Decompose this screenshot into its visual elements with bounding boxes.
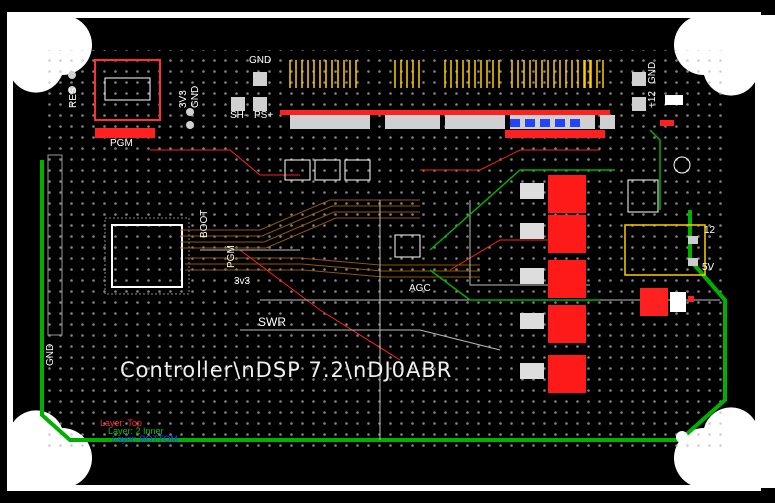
ic-right — [627, 156, 691, 213]
regulator-right — [640, 288, 694, 316]
red-pad-strip — [280, 110, 610, 138]
relay-right — [624, 224, 706, 276]
label-gnd-right: GND — [647, 61, 658, 84]
green-traces — [429, 129, 661, 301]
mosfet-body — [548, 355, 586, 393]
legend-layer-inner: Layer: 2 Inner — [108, 426, 164, 436]
label-gnd-left-top: GND — [190, 85, 201, 108]
mosfet-tab — [520, 183, 544, 199]
mosfet-tab — [520, 223, 544, 239]
label-gnd-top: GND — [249, 55, 272, 66]
board-title: Controller\nDSP 7.2\nDJ0ABR — [120, 358, 453, 382]
label-3v3-mid: 3v3 — [234, 276, 251, 287]
label-res: RES — [68, 87, 79, 108]
label-swr: SWR — [258, 315, 286, 329]
ground-trace — [40, 160, 727, 442]
label-5v: 5V — [702, 262, 715, 273]
label-gnd-left-bottom: GND — [45, 343, 56, 366]
driver-ics — [284, 159, 421, 258]
mosfet-body — [548, 305, 586, 343]
power-transistors — [520, 175, 586, 393]
pin-header-top — [289, 60, 604, 88]
mosfet-body — [548, 215, 586, 253]
label-12: 12 — [704, 225, 716, 236]
legend-layer-top: Layer: Top — [100, 418, 142, 428]
legend-layer-bottom: Layer: BOTTOM — [112, 434, 178, 444]
layer-legend: Layer: Top Layer: 2 Inner Layer: BOTTOM — [100, 418, 178, 444]
mosfet-body — [548, 175, 586, 213]
ic-programmer — [94, 59, 161, 138]
pin-header-left — [47, 154, 63, 336]
small-component-right — [660, 95, 683, 126]
label-ps-plus: PS+ — [254, 110, 274, 121]
red-traces — [150, 149, 600, 361]
label-boot: BOOT — [199, 209, 210, 238]
label-agc: AGC — [409, 283, 431, 294]
label-3v3-top: 3V3 — [178, 90, 189, 108]
label-pgm-mid: PGM — [226, 245, 237, 268]
blue-pads — [510, 119, 580, 127]
label-12v-right: +12 — [647, 91, 658, 108]
mosfet-tab — [520, 363, 544, 379]
label-pgm-top: PGM — [110, 138, 133, 149]
mcu-chip — [104, 217, 190, 295]
connector-pads-top — [290, 115, 615, 129]
mosfet-tab — [520, 313, 544, 329]
mosfet-body — [548, 260, 586, 298]
mosfet-tab — [520, 268, 544, 284]
label-sh-minus: SH- — [230, 110, 248, 121]
square-pads — [68, 71, 646, 129]
